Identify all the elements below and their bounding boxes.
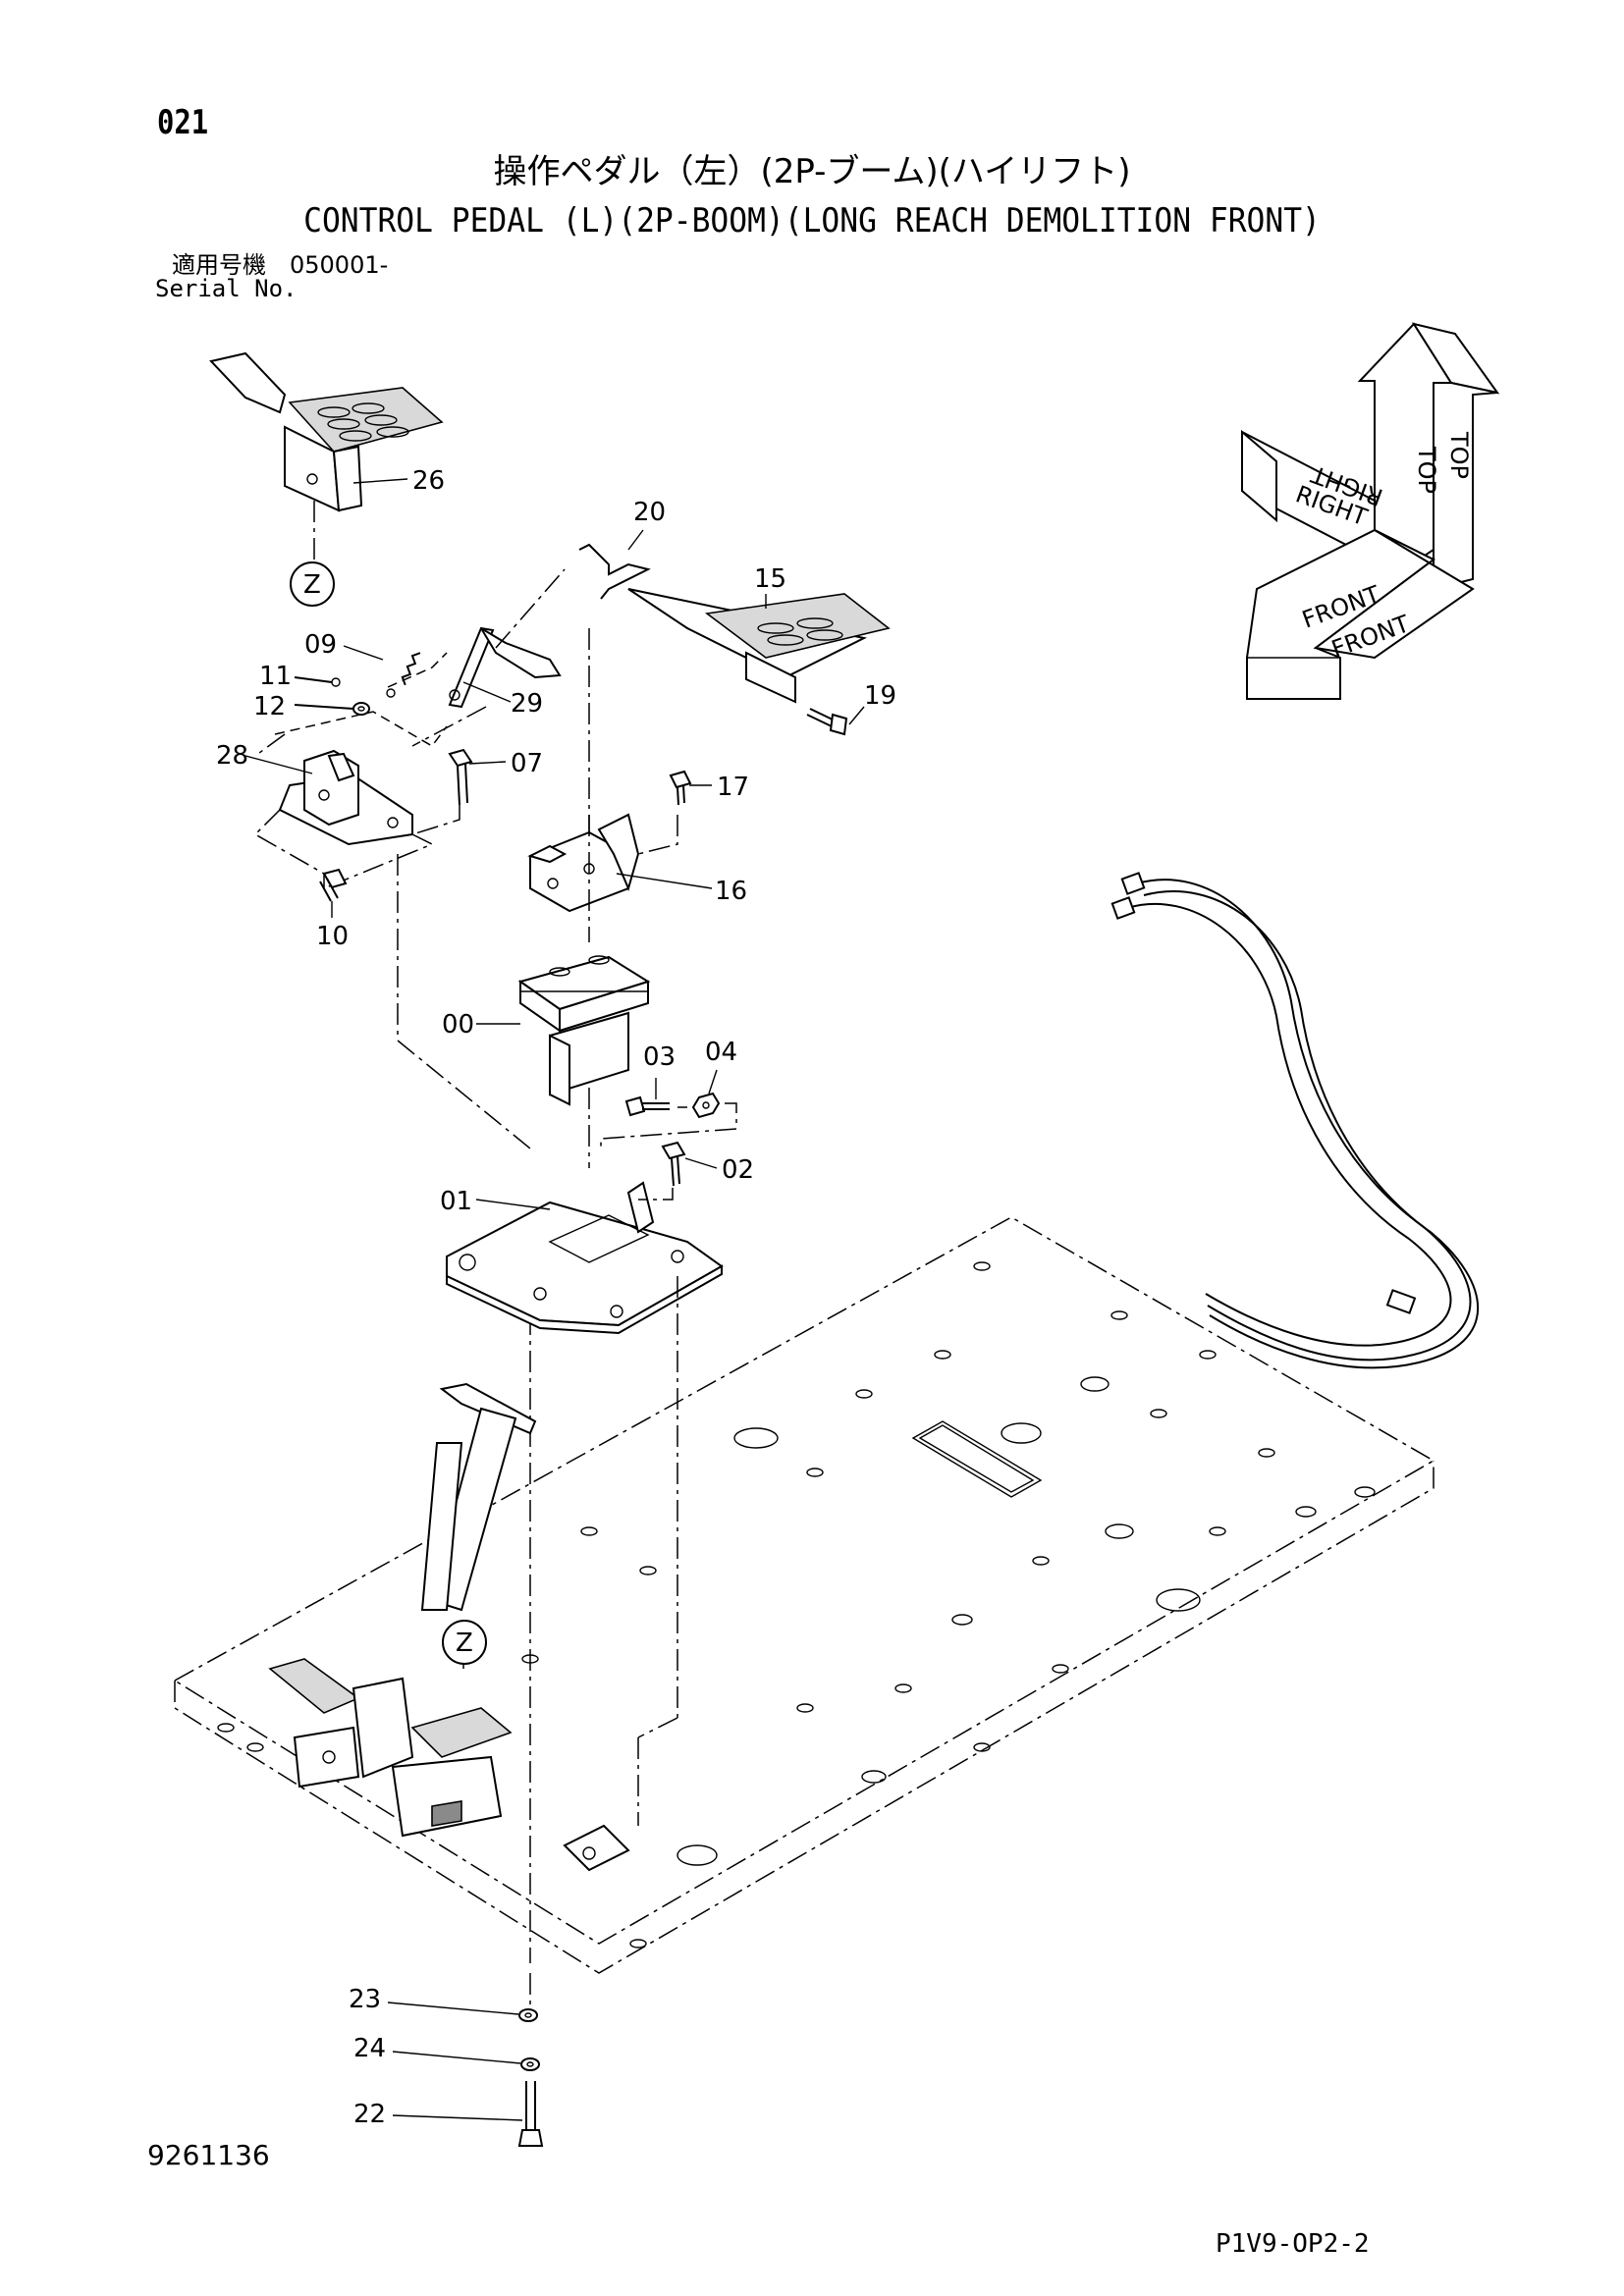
part-26-pedal-bracket [209, 351, 444, 512]
leader-26 [352, 478, 408, 484]
part-04-nut [691, 1092, 721, 1119]
part-28-bracket [278, 749, 413, 846]
callout-26: 26 [412, 466, 445, 496]
leader-19 [848, 706, 865, 725]
callout-10: 10 [316, 922, 349, 951]
callout-22: 22 [353, 2100, 386, 2129]
title-japanese: 操作ペダル（左）(2P-ブーム)(ハイリフト) [493, 152, 1131, 191]
part-29-lever [448, 626, 562, 709]
part-10-bolt [319, 868, 348, 902]
floor-plate [174, 1216, 1435, 1974]
document-code: 9261136 [147, 2139, 270, 2171]
title-english: CONTROL PEDAL (L)(2P-BOOM)(LONG REACH DE… [303, 201, 1321, 240]
part-24-spring-washer [520, 2057, 540, 2071]
callout-03: 03 [643, 1042, 676, 1072]
detail-marker-z-top-circle [290, 561, 335, 607]
part-09-spring [386, 652, 421, 698]
leader-16 [616, 873, 713, 889]
page-number: 021 [157, 103, 209, 142]
leader-04 [708, 1069, 718, 1095]
orientation-top-label-mirror: TOP [1413, 446, 1440, 494]
detail-marker-z-bottom-circle [442, 1620, 487, 1665]
part-00-pilot-valve [517, 955, 651, 1106]
serial-label-japanese: 適用号機 050001- [172, 251, 389, 279]
leader-02 [684, 1157, 718, 1169]
leader-28 [244, 755, 313, 774]
callout-04: 04 [705, 1038, 737, 1067]
part-12-washer [294, 702, 370, 716]
part-16-bracket [527, 813, 640, 913]
callout-07: 07 [511, 749, 543, 778]
callout-17: 17 [717, 773, 749, 802]
leader-01 [475, 1199, 551, 1210]
orientation-top-label: TOP [1445, 431, 1473, 479]
leader-09 [343, 645, 384, 661]
part-17-bolt [669, 770, 692, 806]
callout-02: 02 [722, 1155, 754, 1185]
leader-07 [468, 761, 507, 765]
callout-23: 23 [349, 1985, 381, 2014]
callout-11: 11 [259, 662, 292, 691]
installed-pedal-assembly [268, 1382, 630, 1872]
leader-20 [627, 529, 644, 551]
callout-12: 12 [253, 692, 286, 721]
leader-24 [392, 2051, 521, 2064]
orientation-indicator: TOP TOP RIGHT RIGHT FRONT FRONT [1241, 322, 1500, 700]
leader-22 [392, 2114, 523, 2121]
part-19-bolt [806, 708, 848, 736]
leader-23 [387, 2002, 519, 2015]
callout-01: 01 [440, 1187, 472, 1216]
leader-29 [462, 681, 512, 703]
callout-15: 15 [754, 564, 786, 594]
part-03-bolt [624, 1095, 670, 1117]
callout-16: 16 [715, 877, 747, 906]
part-02-bolt [661, 1141, 686, 1187]
part-15-pedal-pad [704, 593, 891, 659]
part-23-washer [518, 2008, 538, 2022]
part-01-mounting-plate [446, 1181, 724, 1335]
part-11-pin [294, 676, 341, 687]
part-22-bolt [517, 2081, 544, 2147]
serial-label-english: Serial No. [155, 275, 298, 302]
callout-28: 28 [216, 741, 248, 771]
callout-20: 20 [633, 498, 666, 527]
page-code: P1V9-OP2-2 [1216, 2229, 1370, 2259]
callout-29: 29 [511, 689, 543, 719]
detail-marker-z-top: Z [303, 570, 321, 600]
part-07-bolt [448, 748, 473, 806]
callout-19: 19 [864, 681, 896, 711]
callout-09: 09 [304, 630, 337, 660]
detail-marker-z-bottom: Z [456, 1629, 473, 1658]
hose-assembly [1110, 872, 1480, 1369]
callout-24: 24 [353, 2034, 386, 2063]
callout-00: 00 [442, 1010, 474, 1040]
